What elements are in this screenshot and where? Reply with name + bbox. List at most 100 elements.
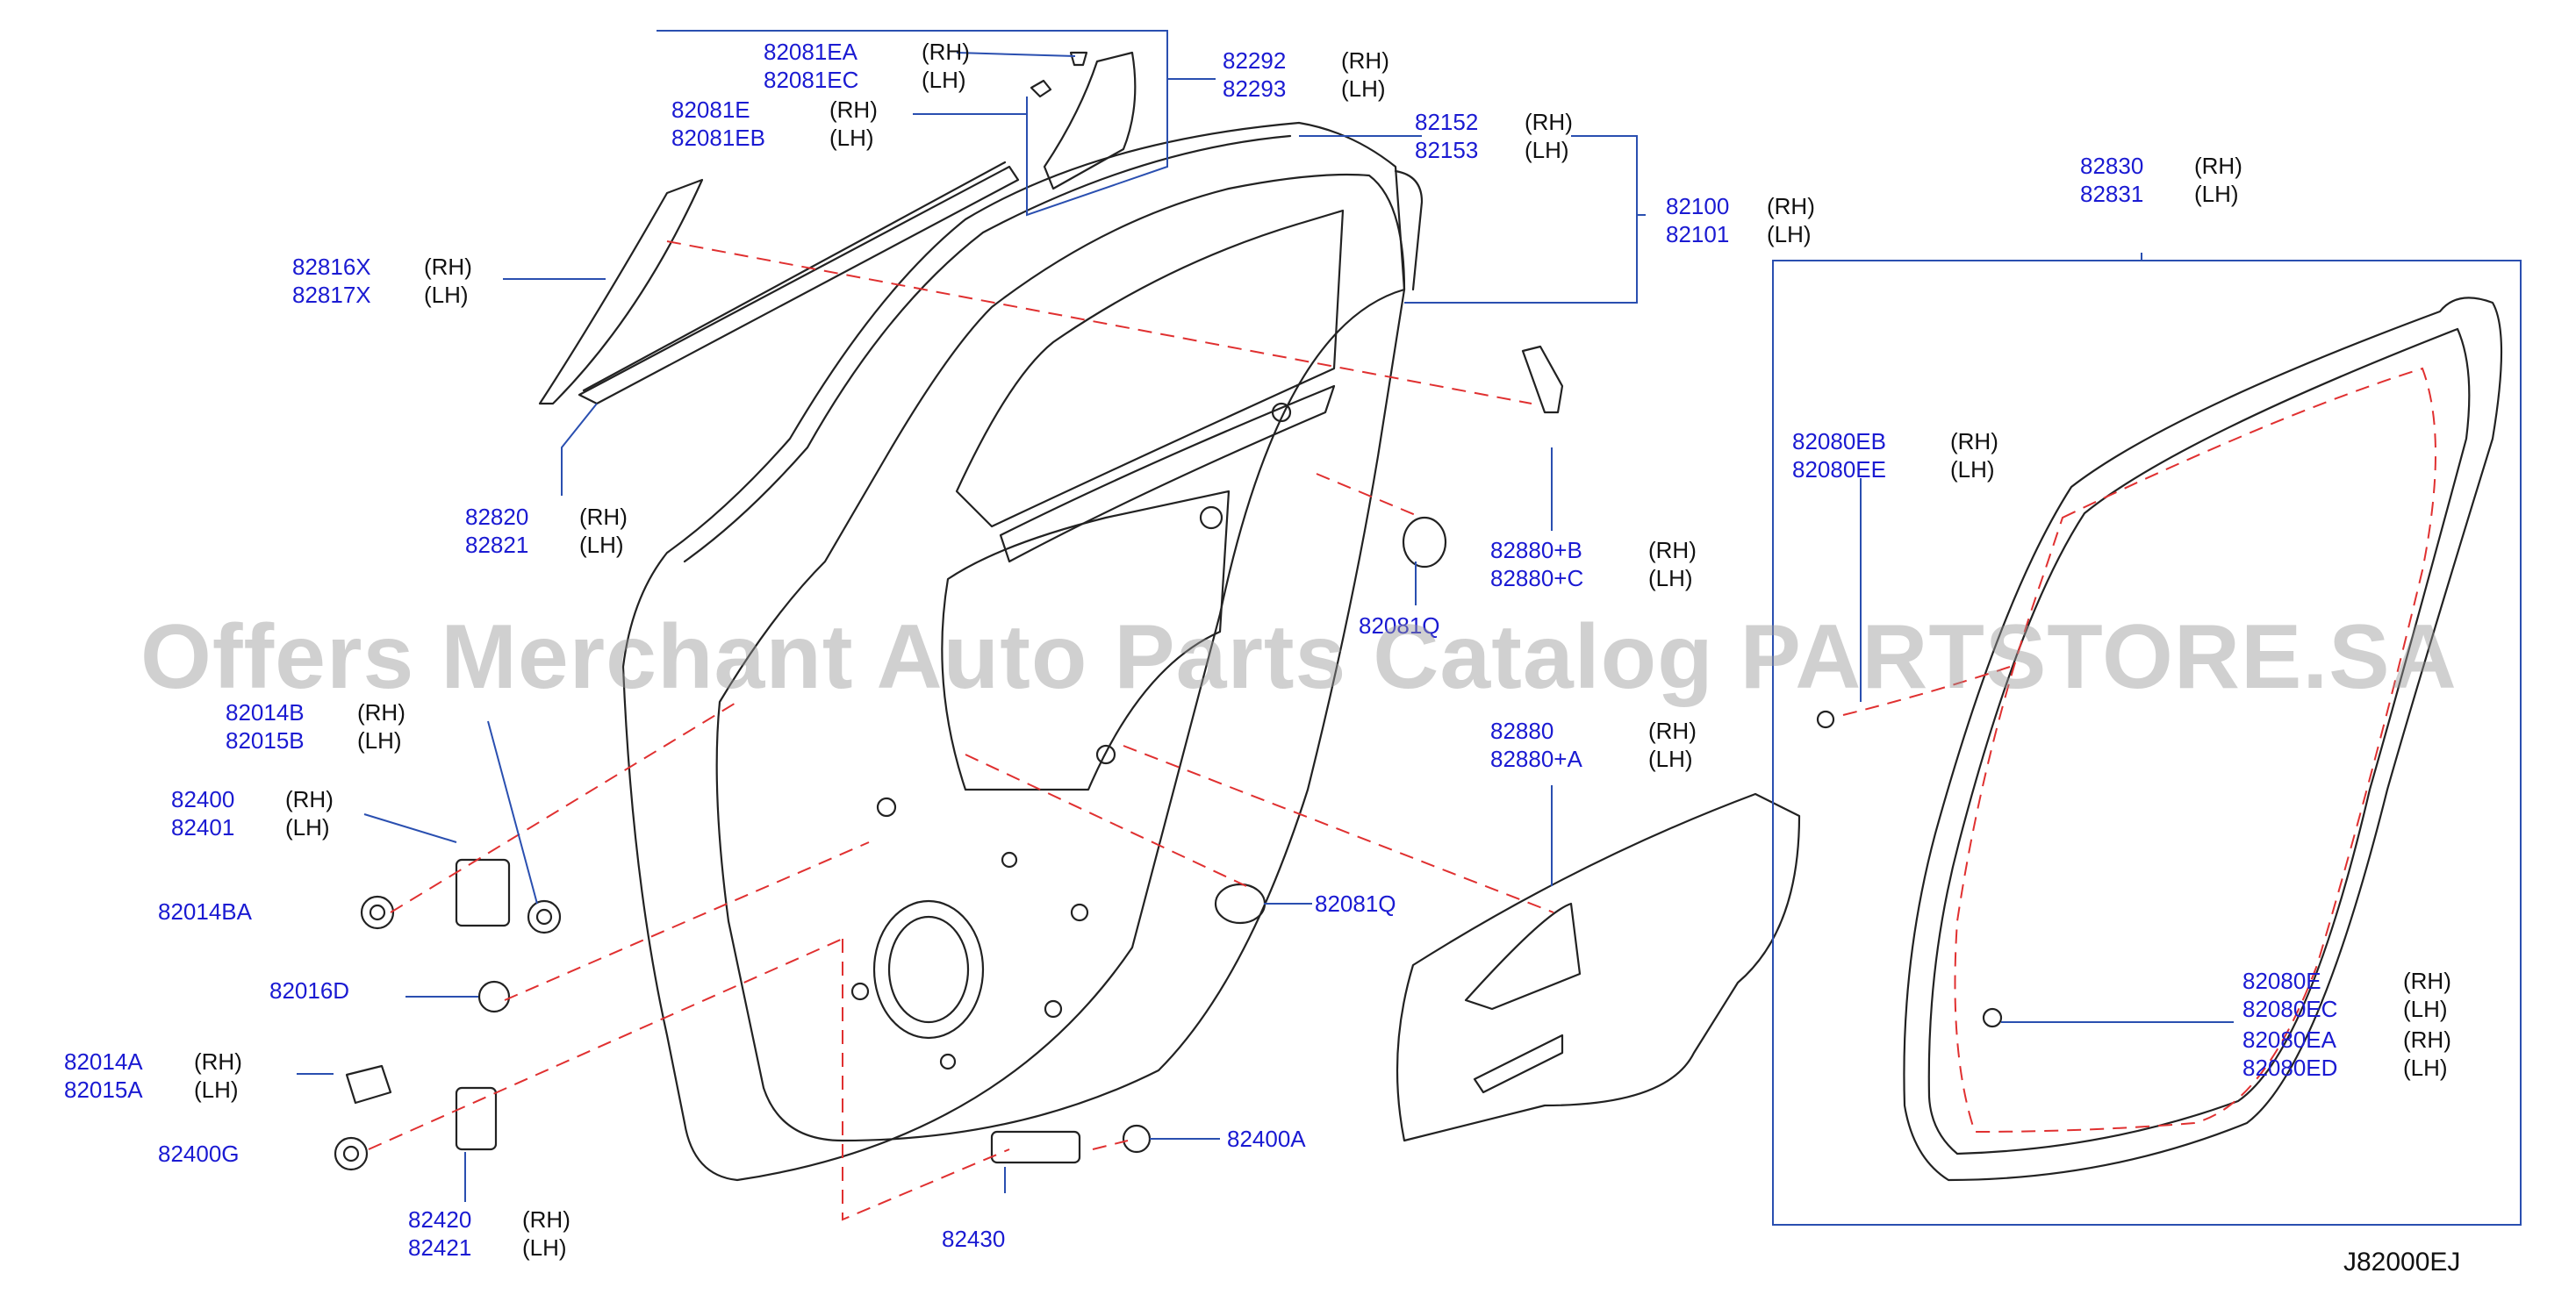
side-label: (RH)	[357, 699, 405, 726]
part-number[interactable]: 82880+A	[1490, 746, 1582, 772]
part-number[interactable]: 82016D	[269, 977, 350, 1004]
door-inner-frame	[715, 173, 1406, 1142]
part-number[interactable]: 82015B	[226, 727, 305, 754]
side-label: (RH)	[2194, 153, 2242, 179]
callout-82081ec: 82081EC(LH)	[764, 67, 966, 93]
callout-82016d: 82016D	[269, 977, 349, 1004]
sash-trim	[538, 178, 704, 405]
part-number[interactable]: 82293	[1223, 75, 1287, 102]
callout-82880: 82880 (RH)	[1490, 718, 1697, 744]
callout-82821: 82821 (LH)	[465, 532, 624, 558]
part-number[interactable]: 82820	[465, 504, 529, 530]
callout-82014a: 82014A(RH)	[64, 1048, 242, 1075]
part-number[interactable]: 82081EA	[764, 39, 857, 65]
clip-82081e	[1030, 79, 1052, 98]
side-label: (LH)	[579, 532, 624, 558]
callout-82080eb: 82080EB(RH)	[1792, 428, 1998, 454]
part-number[interactable]: 82830	[2080, 153, 2144, 179]
side-label: (LH)	[1341, 75, 1386, 102]
part-number[interactable]: 82014B	[226, 699, 305, 726]
part-number[interactable]: 82015A	[64, 1077, 143, 1103]
small-seal	[1521, 345, 1564, 414]
side-label: (LH)	[2403, 996, 2448, 1022]
part-number[interactable]: 82101	[1666, 221, 1730, 247]
callout-82081eb: 82081EB(LH)	[671, 125, 874, 151]
callout-82081ea: 82081EA(RH)	[764, 39, 970, 65]
part-number[interactable]: 82292	[1223, 47, 1287, 74]
upper-hinge	[455, 858, 511, 927]
bolt-82016d	[477, 980, 511, 1013]
callout-82153: 82153(LH)	[1415, 137, 1569, 163]
side-label: (LH)	[285, 814, 330, 841]
callout-82014b: 82014B (RH)	[226, 699, 405, 726]
part-number[interactable]: 82080ED	[2242, 1055, 2338, 1081]
part-number[interactable]: 82081E	[671, 97, 750, 123]
callout-82420: 82420(RH)	[408, 1206, 570, 1233]
part-number[interactable]: 82014A	[64, 1048, 143, 1075]
part-number[interactable]: 82880+C	[1490, 565, 1584, 591]
part-number[interactable]: 82880+B	[1490, 537, 1582, 563]
nut-82400g	[334, 1136, 369, 1171]
side-label: (LH)	[2194, 181, 2239, 207]
callout-82080e: 82080E(RH)	[2242, 968, 2451, 994]
side-label: (LH)	[424, 282, 469, 308]
callout-82015b: 82015B(LH)	[226, 727, 402, 754]
callout-82400: 82400 (RH)	[171, 786, 334, 812]
side-label: (RH)	[424, 254, 472, 280]
callout-82014ba: 82014BA	[158, 898, 252, 925]
callout-82831: 82831 (LH)	[2080, 181, 2239, 207]
watermark: Offers Merchant Auto Parts Catalog PARTS…	[140, 606, 2458, 708]
part-number[interactable]: 82821	[465, 532, 529, 558]
side-label: (RH)	[1525, 109, 1573, 135]
lower-hinge	[455, 1086, 498, 1151]
bolt-82014a	[345, 1064, 392, 1105]
part-number[interactable]: 82152	[1415, 109, 1479, 135]
side-label: (RH)	[829, 97, 878, 123]
part-number[interactable]: 82816X	[292, 254, 371, 280]
part-number[interactable]: 82401	[171, 814, 235, 841]
part-number[interactable]: 82400A	[1227, 1126, 1306, 1152]
side-label: (RH)	[1341, 47, 1389, 74]
part-number[interactable]: 82080EB	[1792, 428, 1886, 454]
callout-82080ec: 82080EC (LH)	[2242, 996, 2448, 1022]
part-number[interactable]: 82080E	[2242, 968, 2321, 994]
door-outer-panel	[621, 121, 1406, 1182]
callout-82292: 82292 (RH)	[1223, 47, 1389, 74]
callout-82400g: 82400G	[158, 1141, 240, 1167]
part-number[interactable]: 82420	[408, 1206, 472, 1233]
side-label: (RH)	[1648, 718, 1697, 744]
callout-82880b: 82880+B(RH)	[1490, 537, 1697, 563]
part-number[interactable]: 82080EC	[2242, 996, 2338, 1022]
part-number[interactable]: 82014BA	[158, 898, 252, 925]
part-number[interactable]: 82081EC	[764, 67, 859, 93]
callout-82101: 82101(LH)	[1666, 221, 1812, 247]
callout-82820: 82820(RH)	[465, 504, 628, 530]
part-number[interactable]: 82100	[1666, 193, 1730, 219]
callout-82830: 82830 (RH)	[2080, 153, 2242, 179]
part-number[interactable]: 82880	[1490, 718, 1554, 744]
callout-82421: 82421(LH)	[408, 1234, 567, 1261]
callout-82401: 82401 (LH)	[171, 814, 330, 841]
window-frame-channel	[999, 384, 1336, 563]
window-frame-inner	[955, 209, 1345, 528]
part-number[interactable]: 82081Q	[1359, 612, 1440, 639]
part-number[interactable]: 82080EE	[1792, 456, 1886, 483]
part-number[interactable]: 82400G	[158, 1141, 240, 1167]
bolt-82400a	[1122, 1124, 1152, 1154]
door-check	[990, 1130, 1081, 1164]
part-number[interactable]: 82081EB	[671, 125, 765, 151]
part-number[interactable]: 82421	[408, 1234, 472, 1261]
part-number[interactable]: 82080EA	[2242, 1027, 2336, 1053]
sealing-screen	[1396, 792, 1801, 1142]
inner-panel-cutout	[941, 490, 1231, 791]
part-number[interactable]: 82430	[942, 1226, 1006, 1252]
part-number[interactable]: 82400	[171, 786, 235, 812]
side-label: (RH)	[285, 786, 334, 812]
part-number[interactable]: 82081Q	[1315, 891, 1396, 917]
outer-weatherstrip	[578, 165, 1020, 405]
part-number[interactable]: 82153	[1415, 137, 1479, 163]
part-number[interactable]: 82817X	[292, 282, 371, 308]
callout-82816x: 82816X (RH)	[292, 254, 472, 280]
part-number[interactable]: 82831	[2080, 181, 2144, 207]
